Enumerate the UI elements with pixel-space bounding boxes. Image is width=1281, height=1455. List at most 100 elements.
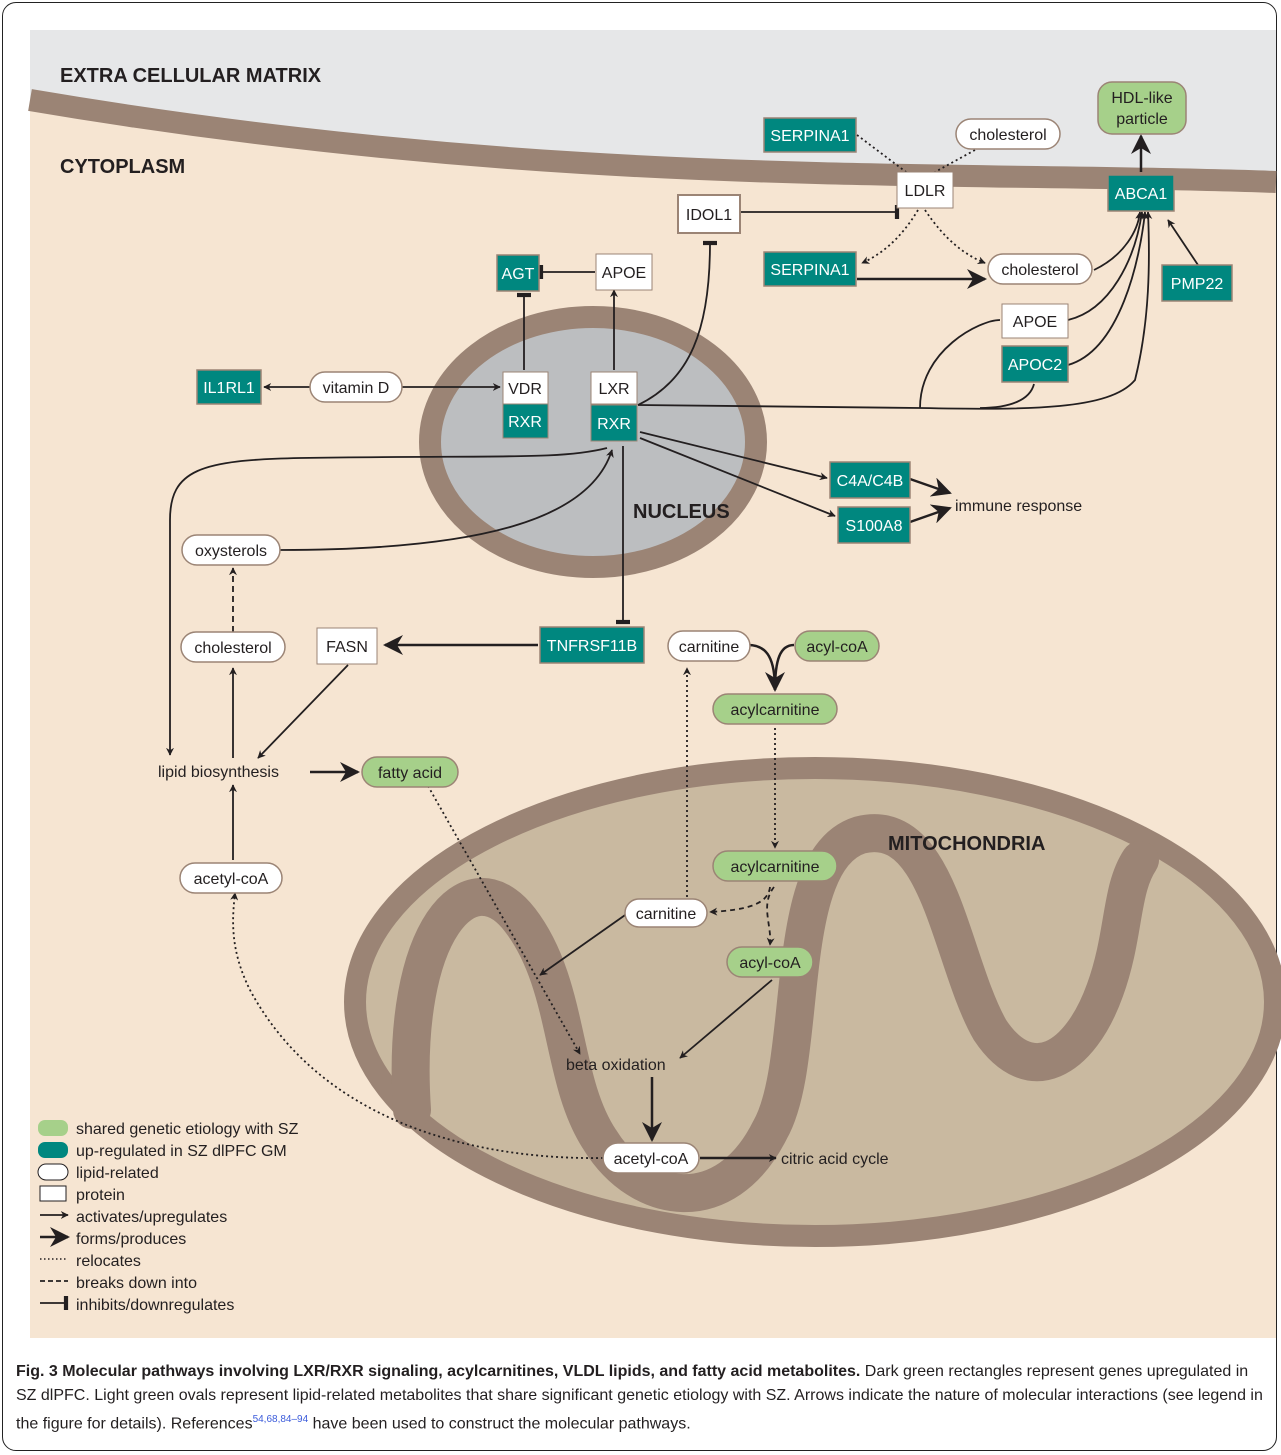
svg-text:C4A/C4B: C4A/C4B bbox=[837, 473, 904, 490]
node-idol1: IDOL1 bbox=[677, 194, 741, 234]
edge-acylcarnitine-carnitine bbox=[709, 886, 771, 916]
node-hdl-particle: HDL-like particle bbox=[1097, 81, 1187, 135]
edge-pmp22-abca1 bbox=[1167, 219, 1199, 266]
edge-serpina1-ldlr bbox=[856, 134, 911, 176]
pathway-diagram: EXTRA CELLULAR MATRIX CYTOPLASM NUCLEUS … bbox=[28, 30, 1281, 1338]
region-label-mitochondria: MITOCHONDRIA bbox=[888, 833, 1045, 855]
svg-text:FASN: FASN bbox=[326, 639, 368, 656]
svg-text:vitamin D: vitamin D bbox=[323, 380, 390, 397]
node-acylcarnitine-top: acylcarnitine bbox=[712, 693, 838, 725]
edge-rxr-apoc2 bbox=[979, 383, 1035, 409]
legend-symbol-shared bbox=[38, 1120, 68, 1136]
node-cholesterol-mid: cholesterol bbox=[987, 253, 1093, 285]
node-pmp22: PMP22 bbox=[1161, 264, 1233, 302]
node-serpina1-mid: SERPINA1 bbox=[763, 251, 857, 287]
svg-text:particle: particle bbox=[1116, 111, 1168, 128]
legend-symbol-lipid bbox=[37, 1163, 69, 1181]
edge-fasn-lipid bbox=[257, 664, 349, 759]
svg-text:cholesterol: cholesterol bbox=[1001, 262, 1078, 279]
svg-text:APOC2: APOC2 bbox=[1008, 357, 1062, 374]
svg-text:lipid-related: lipid-related bbox=[76, 1165, 159, 1182]
svg-text:inhibits/downregulates: inhibits/downregulates bbox=[76, 1297, 234, 1314]
svg-text:fatty acid: fatty acid bbox=[378, 765, 442, 782]
legend-symbol-upregulated bbox=[38, 1142, 68, 1158]
svg-text:APOE: APOE bbox=[1013, 314, 1057, 331]
svg-text:shared genetic etiology with S: shared genetic etiology with SZ bbox=[76, 1121, 299, 1138]
svg-text:SERPINA1: SERPINA1 bbox=[770, 262, 849, 279]
svg-text:acyl-coA: acyl-coA bbox=[739, 955, 801, 972]
legend: shared genetic etiology with SZ up-regul… bbox=[37, 1120, 299, 1314]
edge-carnitine-beta bbox=[539, 912, 629, 976]
mitochondria-cristae bbox=[391, 814, 1159, 1213]
node-apoe-right: APOE bbox=[1001, 303, 1069, 339]
node-acetyl-coa-mito: acetyl-coA bbox=[602, 1142, 700, 1174]
svg-text:AGT: AGT bbox=[502, 266, 535, 283]
node-ldlr: LDLR bbox=[896, 171, 954, 209]
node-oxysterols: oxysterols bbox=[181, 534, 281, 566]
svg-text:cholesterol: cholesterol bbox=[194, 640, 271, 657]
node-lipid-biosynthesis: lipid biosynthesis bbox=[158, 764, 279, 781]
svg-text:activates/upregulates: activates/upregulates bbox=[76, 1209, 227, 1226]
svg-text:S100A8: S100A8 bbox=[846, 518, 903, 535]
nucleus-envelope bbox=[419, 306, 767, 578]
svg-text:LXR: LXR bbox=[598, 381, 629, 398]
svg-text:VDR: VDR bbox=[508, 381, 542, 398]
node-apoc2: APOC2 bbox=[1001, 345, 1069, 383]
caption-title: Fig. 3 Molecular pathways involving LXR/… bbox=[16, 1363, 861, 1380]
node-serpina1-top: SERPINA1 bbox=[763, 117, 857, 153]
region-label-cytoplasm: CYTOPLASM bbox=[60, 156, 185, 178]
region-label-ecm: EXTRA CELLULAR MATRIX bbox=[60, 65, 322, 87]
edge-cholesterol-abca1 bbox=[1093, 211, 1144, 271]
svg-text:oxysterols: oxysterols bbox=[195, 543, 267, 560]
edge-acetylcoa-relocate bbox=[230, 892, 604, 1159]
edge-acylcoa-beta bbox=[679, 979, 773, 1059]
svg-text:acyl-coA: acyl-coA bbox=[806, 639, 868, 656]
svg-text:LDLR: LDLR bbox=[905, 183, 946, 200]
edge-rxr-c4a bbox=[639, 431, 828, 481]
edge-rxr-s100a8 bbox=[639, 437, 836, 518]
caption-text-1: Dark green rectangles represent genes up… bbox=[16, 1363, 1263, 1433]
edge-apoe-abca1 bbox=[919, 319, 1001, 409]
svg-text:forms/produces: forms/produces bbox=[76, 1231, 186, 1248]
node-immune-response: immune response bbox=[955, 498, 1082, 515]
edge-rxr-lipid bbox=[166, 447, 608, 756]
caption-text-2: have been used to construct the molecula… bbox=[308, 1415, 691, 1433]
svg-text:RXR: RXR bbox=[508, 414, 542, 431]
edge-acylcoa-acylcarnitine bbox=[773, 643, 795, 691]
node-acyl-coa-mito: acyl-coA bbox=[726, 946, 814, 978]
node-cholesterol-top: cholesterol bbox=[955, 118, 1061, 150]
edge-rxr-idol1 bbox=[637, 240, 718, 406]
caption-references[interactable]: 54,68,84–94 bbox=[252, 1414, 309, 1425]
svg-text:HDL-like: HDL-like bbox=[1111, 90, 1172, 107]
svg-text:IL1RL1: IL1RL1 bbox=[203, 380, 255, 397]
svg-text:SERPINA1: SERPINA1 bbox=[770, 128, 849, 145]
edge-rxr-abca1 bbox=[637, 211, 1153, 410]
svg-text:acetyl-coA: acetyl-coA bbox=[194, 871, 269, 888]
svg-text:up-regulated in SZ dlPFC GM: up-regulated in SZ dlPFC GM bbox=[76, 1143, 287, 1160]
svg-text:protein: protein bbox=[76, 1187, 125, 1204]
edge-s100a8-immune bbox=[909, 504, 952, 524]
edge-apoc2-abca1 bbox=[1067, 211, 1149, 366]
edge-acylcarnitine-acylcoa bbox=[766, 886, 775, 946]
node-acylcarnitine-mito: acylcarnitine bbox=[712, 850, 838, 882]
node-rxr-main: RXR bbox=[590, 404, 638, 442]
svg-text:acylcarnitine: acylcarnitine bbox=[731, 702, 820, 719]
svg-text:breaks down into: breaks down into bbox=[76, 1275, 197, 1292]
node-apoe-top: APOE bbox=[595, 253, 653, 291]
edge-ldlr-cholesterol bbox=[924, 209, 986, 265]
svg-text:cholesterol: cholesterol bbox=[969, 127, 1046, 144]
produce-edges bbox=[310, 134, 1151, 1162]
svg-text:relocates: relocates bbox=[76, 1253, 141, 1270]
svg-text:acetyl-coA: acetyl-coA bbox=[614, 1151, 689, 1168]
svg-text:carnitine: carnitine bbox=[636, 906, 697, 923]
figure-caption: Fig. 3 Molecular pathways involving LXR/… bbox=[16, 1360, 1266, 1436]
svg-text:TNFRSF11B: TNFRSF11B bbox=[547, 638, 637, 655]
node-rxr-left: RXR bbox=[502, 403, 549, 439]
node-carnitine-top: carnitine bbox=[667, 630, 751, 662]
node-vitamin-d: vitamin D bbox=[309, 371, 403, 403]
svg-text:acylcarnitine: acylcarnitine bbox=[731, 859, 820, 876]
svg-text:APOE: APOE bbox=[602, 265, 646, 282]
svg-text:IDOL1: IDOL1 bbox=[686, 207, 732, 224]
node-il1rl1: IL1RL1 bbox=[196, 369, 262, 405]
